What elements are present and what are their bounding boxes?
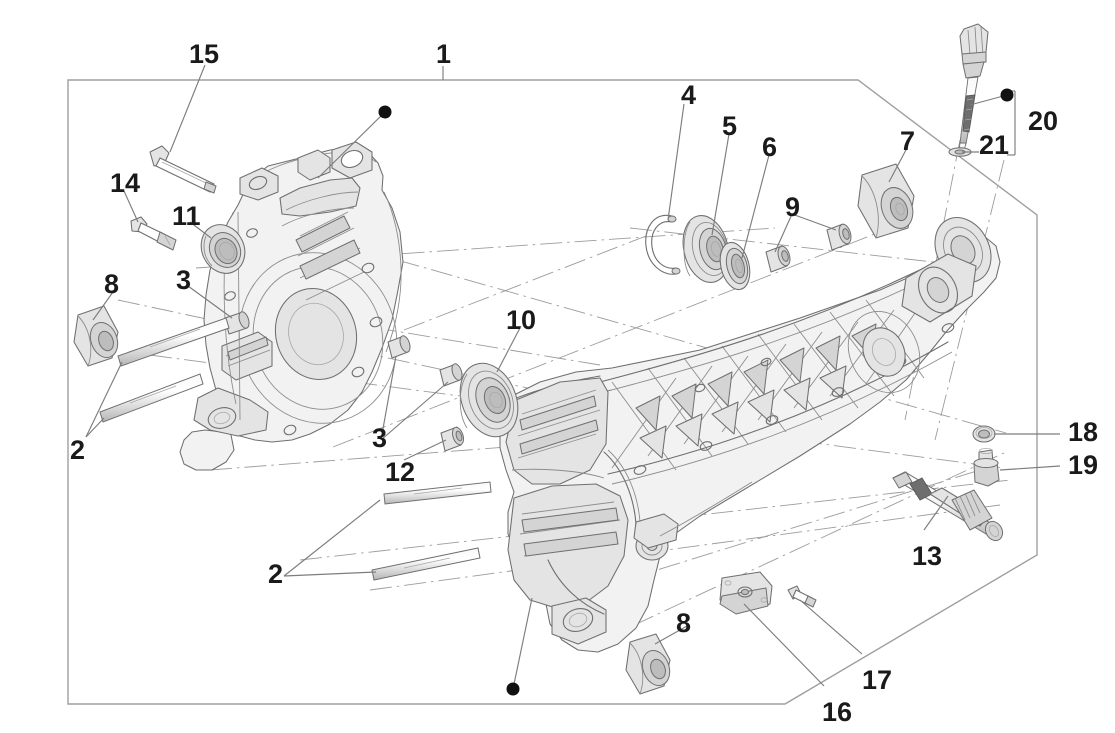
part-12-dowel-bushing [440,426,465,452]
part-8-silentblock-lower [625,633,671,695]
callout-label-15: 15 [189,39,220,69]
ref-dot-dipstick [1000,88,1014,102]
part-5-ball-bearing [682,215,730,283]
part-11-oil-seal [200,224,246,274]
callout-label-1: 1 [436,39,452,69]
part-17-bracket-screw [787,585,817,608]
part-6-oil-seal [719,241,751,291]
right-crankcase-half [499,217,1001,653]
part-16-cable-guide-plate [719,571,773,615]
callout-label-3-upper: 3 [176,265,192,295]
callout-label-9: 9 [785,192,801,222]
leader-lines [85,64,1061,690]
callout-label-8-upper: 8 [104,269,120,299]
part-19-drain-plug [973,447,1000,487]
callout-label-11: 11 [172,201,201,231]
part-4-circlip [645,214,681,275]
ref-dot-bottom [506,682,520,696]
callout-label-21: 21 [979,130,1010,160]
left-crankcase-half [179,141,404,471]
callout-label-12: 12 [385,457,416,487]
reference-dots [378,88,1014,696]
ref-dot-top [378,105,392,119]
callout-label-8-lower: 8 [676,608,692,638]
part-20-oil-dipstick [958,23,989,152]
callout-label-3-lower: 3 [372,423,388,453]
callout-label-20: 20 [1028,106,1059,136]
callout-label-2-lower: 2 [268,559,284,589]
part-13-kickstart-shaft [891,471,1004,542]
assembly-boundary-frame [67,79,1038,705]
part-9-bushings [765,223,852,273]
callout-label-19: 19 [1068,450,1099,480]
callout-label-6: 6 [762,132,778,162]
callout-label-7: 7 [900,126,916,156]
callout-label-13: 13 [912,541,943,571]
callout-label-16: 16 [822,697,853,727]
callout-label-5: 5 [722,111,738,141]
part-2-stud-bolts [99,317,492,581]
callout-label-14: 14 [110,168,141,198]
part-15-crankcase-bolt [149,145,217,194]
part-10-crankshaft-bearing [459,362,519,438]
callout-label-10: 10 [506,305,537,335]
callout-label-17: 17 [862,665,893,695]
part-18-sealing-washer [972,425,996,443]
callout-label-4: 4 [681,80,697,110]
part-8-silentblock-left [73,305,119,367]
part-14-screw-plug [130,216,177,251]
part-7-silentblock-right [857,163,915,239]
callout-label-2-upper: 2 [70,435,86,465]
callout-label-18: 18 [1068,417,1099,447]
